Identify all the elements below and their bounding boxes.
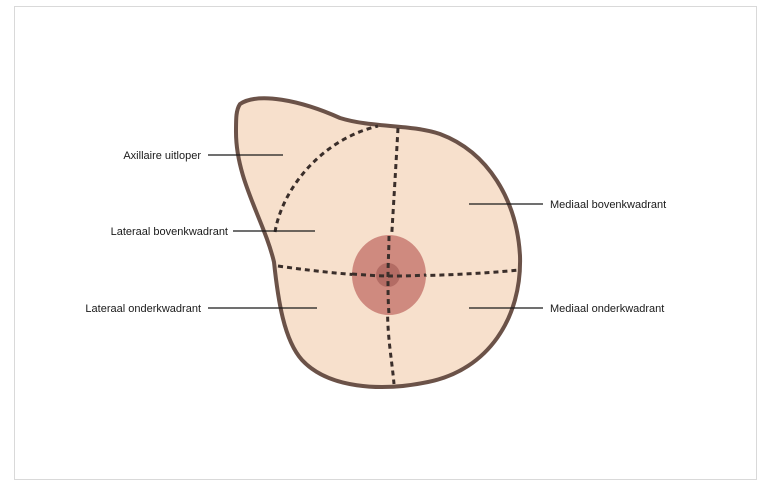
- breast-quadrant-diagram: Axillaire uitloper Lateraal bovenkwadran…: [0, 0, 772, 466]
- label-medial-upper: Mediaal bovenkwadrant: [550, 199, 666, 211]
- label-lateral-lower: Lateraal onderkwadrant: [85, 303, 201, 315]
- label-axillary-tail: Axillaire uitloper: [123, 150, 201, 162]
- vertical-divider-over-areola: [388, 236, 389, 314]
- label-lateral-upper: Lateraal bovenkwadrant: [111, 226, 228, 238]
- label-medial-lower: Mediaal onderkwadrant: [550, 303, 664, 315]
